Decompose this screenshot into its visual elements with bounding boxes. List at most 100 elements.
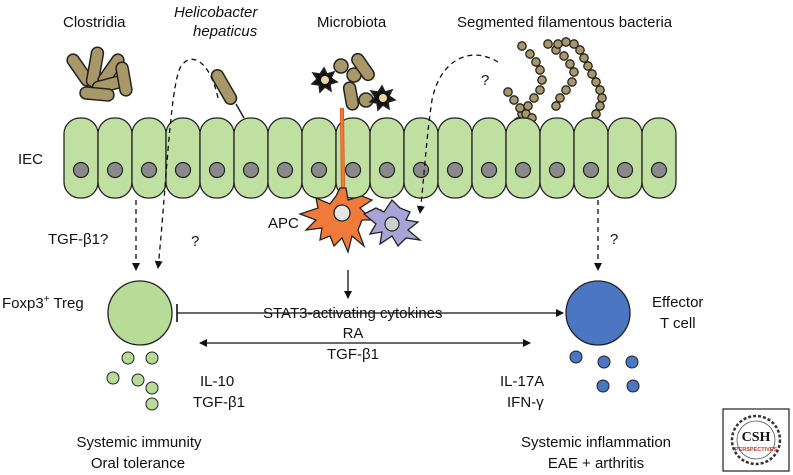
label-tgf-b1-treg: TGF-β1: [193, 394, 245, 411]
helicobacter-to-treg-arrow: [154, 58, 219, 269]
sfb-segment: [587, 69, 597, 79]
sfb-segment: [535, 65, 545, 75]
epithelial-nucleus: [174, 161, 192, 179]
sfb-segment: [509, 95, 519, 105]
epithelial-cell: [505, 117, 541, 199]
sfb-segment: [591, 77, 601, 87]
logo-perspectives-text: PERSPECTIVES: [735, 447, 778, 453]
helicobacter-bacterium: [210, 68, 238, 106]
label-il17a: IL-17A: [500, 373, 544, 390]
label-sfb-question: ?: [481, 72, 489, 89]
epithelial-cell: [63, 117, 99, 199]
epithelial-nucleus: [310, 161, 328, 179]
helicobacter-flagellum: [235, 103, 245, 119]
epithelial-nucleus: [582, 161, 600, 179]
clostridia-bacteria: [66, 46, 133, 102]
epithelial-cell: [471, 117, 507, 199]
epithelial-cell: [97, 117, 133, 199]
label-clostridia: Clostridia: [63, 14, 126, 31]
sfb-segment: [561, 85, 571, 95]
epithelial-nucleus: [650, 161, 668, 179]
epithelial-nucleus: [548, 161, 566, 179]
epithelial-nucleus: [344, 161, 362, 179]
sfb-segment: [559, 51, 569, 61]
sfb-segment: [503, 87, 513, 97]
label-systemic-inflammation: Systemic inflammation: [521, 434, 671, 451]
sfb-segment: [537, 75, 547, 85]
epithelial-nucleus: [480, 161, 498, 179]
apc-nucleus: [333, 204, 351, 222]
label-helicobacter: Helicobacter: [174, 4, 258, 21]
epithelial-cell: [403, 117, 439, 199]
epithelial-cell: [641, 117, 677, 199]
epithelial-cell: [573, 117, 609, 199]
label-effector: Effector: [652, 294, 703, 311]
label-systemic-immunity: Systemic immunity: [76, 434, 202, 451]
epithelial-cell: [131, 117, 167, 199]
epithelial-cell: [267, 117, 303, 199]
epithelial-nucleus: [106, 161, 124, 179]
sfb-segment: [565, 59, 575, 69]
sfb-segment: [523, 101, 533, 111]
intestinal-epithelium: [63, 117, 677, 199]
label-question-left: ?: [191, 233, 199, 250]
epithelial-nucleus: [514, 161, 532, 179]
sfb-segment: [525, 49, 535, 59]
epithelial-cell: [301, 117, 337, 199]
treg-cell: [107, 280, 173, 346]
label-hepaticus: hepaticus: [193, 23, 258, 40]
epithelial-nucleus: [446, 161, 464, 179]
sfb-segment: [529, 93, 539, 103]
microbiota-bacteria: [310, 52, 397, 112]
epithelial-nucleus: [72, 161, 90, 179]
sfb-segment: [517, 41, 527, 51]
effector-cytokine-droplets: [569, 350, 640, 393]
sfb-segment: [553, 39, 563, 49]
epithelial-nucleus: [378, 161, 396, 179]
label-sfb: Segmented filamentous bacteria: [457, 14, 673, 31]
label-foxp3-treg: Foxp3+ Treg: [2, 294, 84, 312]
epithelial-cell: [539, 117, 575, 199]
sfb-segment: [569, 39, 579, 49]
label-t-cell: T cell: [660, 315, 696, 332]
label-eae-arthritis: EAE + arthritis: [548, 455, 644, 472]
sfb-segment: [597, 93, 607, 103]
epithelial-cell: [165, 117, 201, 199]
epithelial-cell: [199, 117, 235, 199]
epithelial-cell: [369, 117, 405, 199]
sfb-segment: [575, 45, 585, 55]
effector-t-cell: [565, 280, 631, 346]
label-oral-tolerance: Oral tolerance: [91, 455, 185, 472]
epithelial-cell: [233, 117, 269, 199]
sfb-segment: [583, 61, 593, 71]
logo-csh-text: CSH: [742, 430, 771, 445]
label-il10: IL-10: [200, 373, 234, 390]
label-ra: RA: [343, 325, 364, 342]
epithelial-nucleus: [276, 161, 294, 179]
sfb-segment: [531, 57, 541, 67]
epithelial-nucleus: [140, 161, 158, 179]
label-stat3: STAT3-activating cytokines: [263, 305, 443, 322]
sfb-segment: [579, 53, 589, 63]
treg-cytokine-droplets: [106, 351, 159, 411]
sfb-segment: [561, 37, 571, 47]
sfb-to-apc-arrow: [416, 54, 499, 214]
label-apc: APC: [268, 215, 299, 232]
epithelial-nucleus: [616, 161, 634, 179]
sfb-segment: [595, 85, 605, 95]
sfb-segment: [591, 109, 601, 119]
csh-perspectives-logo: CSH PERSPECTIVES: [722, 408, 790, 472]
sfb-bacteria: [503, 37, 607, 133]
label-iec: IEC: [18, 151, 43, 168]
sfb-segment: [551, 101, 561, 111]
label-question-right: ?: [610, 231, 618, 248]
sfb-segment: [543, 39, 553, 49]
label-ifn-g: IFN-γ: [507, 394, 544, 411]
sfb-segment: [515, 103, 525, 113]
sfb-segment: [569, 67, 579, 77]
label-tgf-b1-mid: TGF-β1: [327, 346, 379, 363]
epithelial-nucleus: [412, 161, 430, 179]
sfb-segment: [567, 77, 577, 87]
